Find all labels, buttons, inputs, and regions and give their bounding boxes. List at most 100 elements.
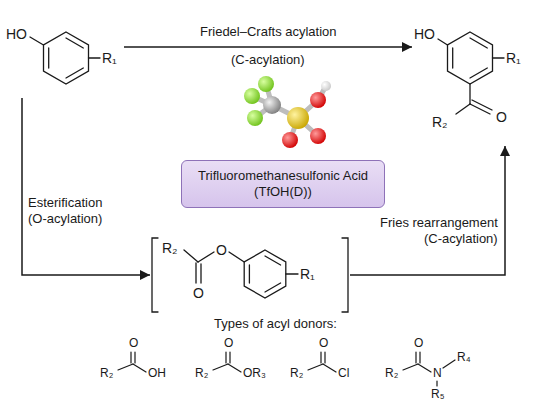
triflic-acid-model-part <box>310 92 326 108</box>
product-bonds-part <box>469 84 470 104</box>
ester-bonds-part <box>286 273 298 274</box>
reaction-note: (C-acylation) <box>231 52 305 68</box>
acyl-donor-bonds-part-part <box>229 352 230 363</box>
ester-bonds-part <box>265 256 281 265</box>
triflic-acid-model-part <box>310 128 326 144</box>
catalyst-name: Trifluoromethanesulfonic Acid (TfOH(D)) <box>190 168 376 200</box>
product-bonds-part <box>470 38 487 48</box>
acyl-donor-bonds-part <box>308 352 336 372</box>
acyl-donor-bonds-part-part <box>323 364 336 372</box>
atom-label: O <box>129 336 138 350</box>
atom-label: R₁ <box>506 50 521 66</box>
phenol-bonds-part <box>44 32 89 84</box>
atom-label: R₂ <box>432 114 448 130</box>
phenol-bonds-part <box>66 68 83 78</box>
atom-label: R₁ <box>300 266 315 282</box>
acyl-donor-bonds-part-part <box>225 352 226 363</box>
atom-label: O <box>193 285 204 301</box>
product-bonds-part <box>438 39 448 45</box>
acyl-donor-bonds-part-part <box>118 364 133 370</box>
acyl-donor-bonds-part-part <box>308 364 323 370</box>
atom-label: Cl <box>338 366 349 380</box>
reaction-name: Fries rearrangement <box>380 215 498 231</box>
product-bonds-part <box>448 32 493 84</box>
atom-label: R₂ <box>385 366 398 380</box>
ester-bonds-part <box>229 252 244 262</box>
atom-label: O <box>496 109 507 125</box>
ester-bonds-part <box>198 252 214 262</box>
ester-bonds-part <box>249 265 250 283</box>
ester-bonds-part <box>244 250 286 298</box>
atom-label: OR₃ <box>243 366 266 380</box>
atom-label: N <box>433 366 442 380</box>
product-bonds-part <box>470 104 490 114</box>
reaction-name: Friedel–Crafts acylation <box>200 24 337 40</box>
acyl-donor-bonds <box>118 352 455 386</box>
reaction-note: (C-acylation) <box>424 231 498 247</box>
phenol-bonds-part <box>89 57 101 58</box>
atom-label: O <box>224 336 233 350</box>
atom-label: O <box>414 336 423 350</box>
acyl-donor-bonds-part-part <box>228 364 241 372</box>
ester-bonds-part <box>200 264 201 283</box>
atom-label: HO <box>414 26 435 42</box>
acyl-donor-bonds-part-part <box>443 360 455 368</box>
triflic-acid-model-part <box>282 132 298 148</box>
acyl-donor-bonds-part-part <box>213 364 228 370</box>
atom-label: R₁ <box>102 50 117 66</box>
acyl-donor-bonds-part-part <box>130 352 131 363</box>
product-bonds-part <box>493 57 505 58</box>
acyl-donor-bonds-part-part <box>403 364 418 370</box>
section-heading: Types of acyl donors: <box>214 316 337 332</box>
atom-label: HO <box>6 26 27 42</box>
triflic-acid-model-part <box>321 81 331 91</box>
product-bonds-part <box>452 48 453 68</box>
ester-bonds-part <box>184 250 198 262</box>
atom-label: O <box>216 242 227 258</box>
product-bonds <box>438 32 504 114</box>
atom-label: R₂ <box>195 366 208 380</box>
reaction-name: Esterification <box>28 195 102 211</box>
atom-label: R₂ <box>100 366 113 380</box>
product-bonds-part <box>470 68 487 78</box>
triflic-acid-model-part <box>247 110 263 126</box>
ester-bonds <box>152 238 348 312</box>
catalyst-box: Trifluoromethanesulfonic Acid (TfOH(D)) <box>181 160 385 208</box>
triflic-acid-model <box>244 76 331 148</box>
ester-bonds-part <box>195 263 196 283</box>
ester-bonds-part <box>342 238 348 312</box>
atom-label: R₂ <box>290 366 303 380</box>
phenol-bonds-part <box>66 38 83 48</box>
acyl-donor-bonds-part-part <box>134 352 135 363</box>
acyl-donor-bonds-part <box>403 352 455 386</box>
acyl-donor-bonds-part-part <box>419 352 420 363</box>
product-bonds-part <box>472 100 492 110</box>
phenol-bonds <box>30 32 100 84</box>
atom-label: O <box>319 336 328 350</box>
ester-bonds-part <box>152 238 158 312</box>
acyl-donor-bonds-part-part <box>418 364 431 372</box>
acyl-donor-bonds-part-part <box>436 381 437 386</box>
phenol-bonds-part <box>48 48 49 68</box>
triflic-acid-model-part <box>287 107 309 129</box>
phenol-bonds-part <box>30 37 44 45</box>
triflic-acid-model-part <box>263 96 281 114</box>
atom-label: R₅ <box>431 387 445 401</box>
atom-label: OH <box>148 366 166 380</box>
acyl-donor-bonds-part-part <box>320 352 321 363</box>
reaction-arrow <box>22 98 150 275</box>
atom-label: R₂ <box>162 240 178 256</box>
reaction-note: (O-acylation) <box>28 211 102 227</box>
acyl-donor-bonds-part-part <box>133 364 146 372</box>
phenol-structure: HO R₁ <box>4 8 124 98</box>
acyl-donor-bonds-part-part <box>415 352 416 363</box>
acyl-donor-bonds-part <box>213 352 241 372</box>
triflic-acid-model-part <box>244 88 260 104</box>
product-bonds-part <box>456 104 470 114</box>
acyl-donor-bonds-part <box>118 352 146 372</box>
atom-label: R₄ <box>457 350 471 364</box>
triflic-acid-model-part <box>258 76 274 92</box>
aryl-ester-intermediate: R₂ O O R₁ <box>150 236 350 314</box>
ester-bonds-part <box>265 283 281 292</box>
